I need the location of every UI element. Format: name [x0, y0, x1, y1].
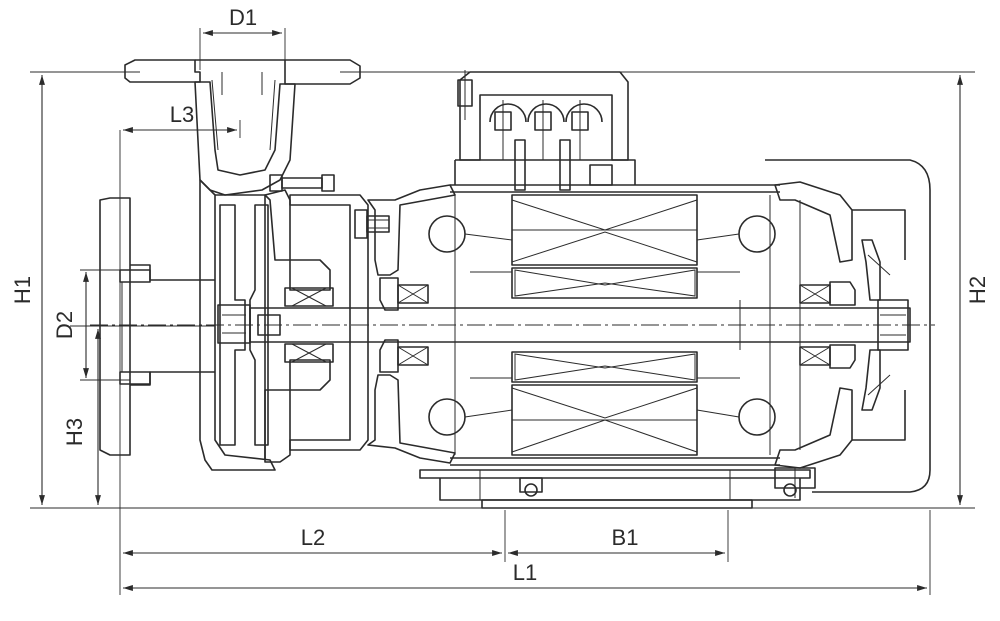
pump-casing [99, 59, 361, 471]
motor-frame [419, 184, 816, 509]
dimension-lines [39, 30, 963, 591]
label-h3: H3 [62, 418, 87, 446]
seal-housing [269, 174, 390, 451]
impeller [217, 204, 269, 446]
label-l1: L1 [513, 560, 537, 585]
stator [428, 194, 776, 456]
label-h1: H1 [10, 276, 35, 304]
fan-cover [765, 159, 931, 493]
label-d2: D2 [52, 311, 77, 339]
terminal-box [454, 70, 636, 191]
label-h2: H2 [965, 276, 990, 304]
dimension-labels: D1 L3 H1 D2 H3 L2 B1 L1 H2 [10, 5, 990, 585]
rear-end-shield [774, 181, 856, 469]
label-b1: B1 [612, 525, 639, 550]
label-d1: D1 [229, 5, 257, 30]
fan [861, 239, 909, 411]
label-l2: L2 [301, 525, 325, 550]
label-l3: L3 [170, 102, 194, 127]
rotor [470, 267, 740, 383]
front-end-shield [367, 184, 456, 464]
shaft [90, 300, 935, 350]
